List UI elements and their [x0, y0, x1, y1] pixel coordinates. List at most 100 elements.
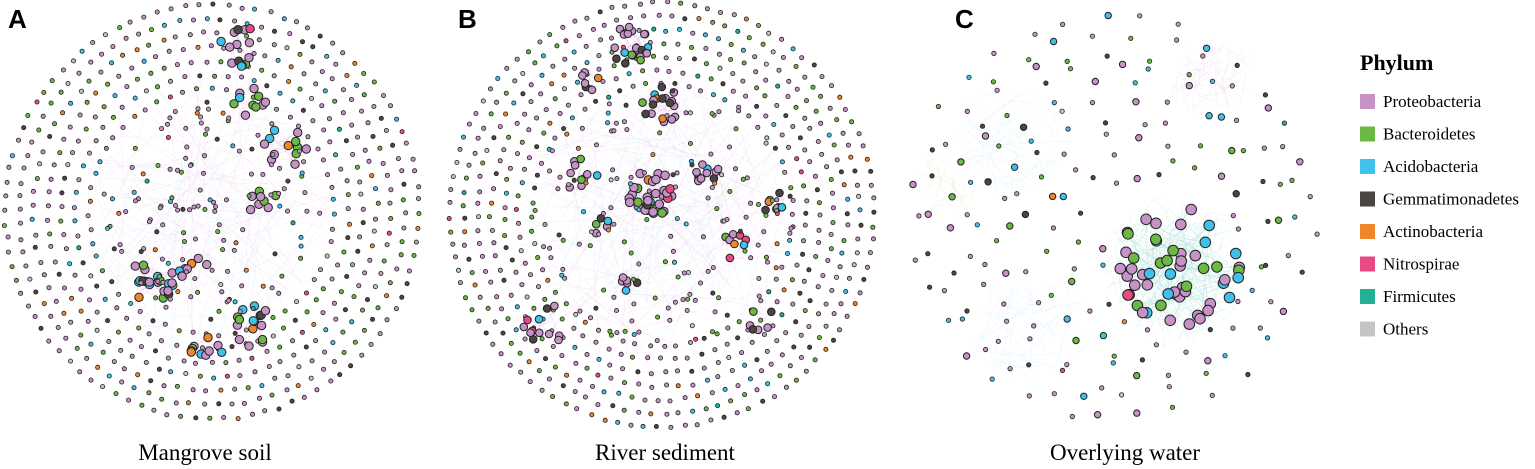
- network-node: [772, 394, 778, 400]
- network-node: [926, 284, 933, 290]
- network-node: [1232, 271, 1244, 284]
- network-node: [298, 243, 304, 249]
- network-node: [710, 329, 716, 335]
- network-edge: [1135, 287, 1235, 296]
- network-node: [349, 122, 355, 128]
- network-node: [582, 106, 588, 112]
- network-node: [237, 373, 243, 379]
- network-node: [493, 171, 499, 177]
- network-node: [616, 390, 622, 396]
- network-node: [773, 276, 779, 282]
- network-node: [36, 127, 42, 133]
- network-node: [1133, 409, 1141, 417]
- network-node: [315, 146, 321, 152]
- network-node: [552, 96, 558, 102]
- network-node: [979, 123, 986, 129]
- network-node: [248, 171, 254, 177]
- network-node: [244, 38, 255, 48]
- network-node: [852, 301, 858, 307]
- network-node: [1027, 336, 1033, 342]
- network-node: [532, 60, 538, 66]
- network-node: [532, 241, 538, 247]
- network-node: [251, 78, 257, 84]
- network-edge: [571, 97, 578, 127]
- network-node: [355, 248, 361, 254]
- network-node: [995, 338, 1001, 344]
- network-node: [534, 314, 544, 324]
- network-node: [137, 308, 143, 314]
- network-node: [1164, 314, 1176, 327]
- network-node: [513, 269, 519, 275]
- network-node: [415, 196, 421, 202]
- network-edge: [966, 109, 1049, 169]
- network-node: [88, 341, 94, 347]
- network-node: [816, 311, 822, 317]
- network-node: [539, 336, 545, 342]
- network-node: [332, 98, 338, 104]
- network-node: [754, 357, 760, 363]
- network-node: [340, 329, 346, 335]
- network-node: [216, 36, 226, 47]
- network-node: [1204, 357, 1212, 365]
- network-edge: [171, 152, 280, 339]
- network-node: [526, 359, 532, 365]
- network-node: [221, 414, 227, 420]
- network-node: [1010, 163, 1019, 171]
- network-node: [779, 352, 785, 358]
- network-node: [1175, 255, 1187, 267]
- network-edge: [579, 263, 674, 282]
- network-edge: [632, 228, 664, 307]
- network-node: [198, 114, 204, 120]
- network-edge: [1186, 44, 1219, 110]
- network-node: [610, 43, 620, 53]
- network-node: [798, 354, 804, 360]
- network-node: [381, 258, 387, 264]
- network-node: [781, 287, 787, 293]
- network-node: [629, 318, 635, 324]
- network-edge: [984, 90, 1021, 176]
- network-node: [223, 360, 229, 366]
- network-node: [760, 398, 766, 404]
- network-node: [48, 313, 54, 319]
- network-node: [728, 42, 734, 48]
- network-node: [1222, 353, 1228, 359]
- network-node: [174, 342, 180, 348]
- network-node: [719, 172, 725, 178]
- network-edge: [765, 196, 793, 325]
- network-node: [350, 151, 356, 157]
- network-node: [761, 229, 767, 235]
- network-node: [259, 139, 270, 149]
- legend-swatch: [1360, 224, 1375, 239]
- network-node: [109, 279, 115, 285]
- network-node: [226, 297, 232, 303]
- network-node: [1110, 360, 1116, 366]
- network-node: [167, 199, 173, 205]
- network-node: [1068, 277, 1076, 286]
- network-node: [245, 385, 251, 391]
- network-node: [346, 221, 352, 227]
- network-node: [265, 133, 275, 144]
- network-node: [556, 232, 562, 238]
- network-node: [252, 369, 258, 375]
- network-node: [760, 41, 766, 47]
- network-node: [816, 200, 822, 206]
- network-node: [635, 369, 641, 375]
- network-node: [295, 383, 301, 389]
- network-node: [116, 73, 122, 79]
- network-node: [783, 384, 789, 390]
- network-node: [683, 110, 689, 116]
- network-node: [151, 407, 157, 413]
- network-edge: [977, 116, 1004, 156]
- network-node: [338, 166, 344, 172]
- network-edge: [994, 176, 1025, 187]
- network-node: [530, 200, 536, 206]
- network-node: [609, 35, 615, 41]
- legend-label: Acidobacteria: [1383, 157, 1479, 176]
- network-node: [804, 98, 810, 104]
- network-node: [583, 43, 589, 49]
- network-node: [748, 255, 754, 261]
- network-node: [482, 268, 488, 274]
- network-node: [561, 126, 567, 132]
- network-node: [776, 67, 782, 73]
- network-edge: [543, 181, 590, 192]
